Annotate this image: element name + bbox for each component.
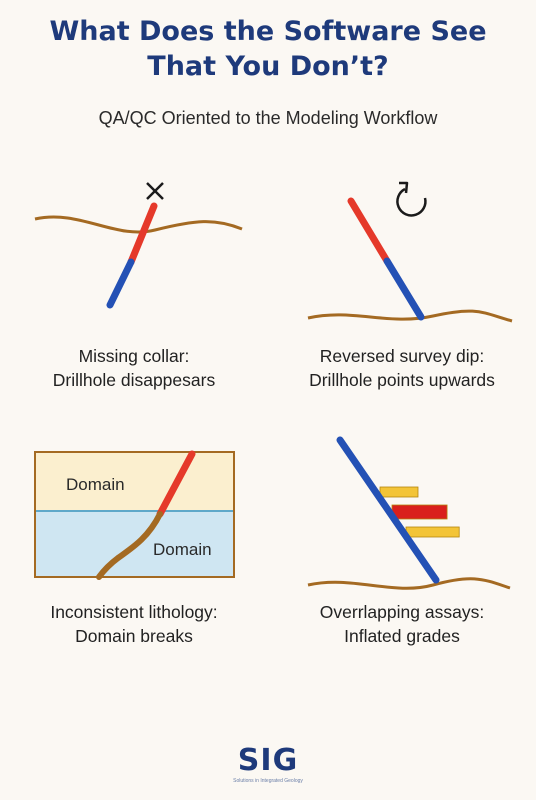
page-title: What Does the Software See That You Don’… bbox=[0, 14, 536, 84]
caption-detail: Drillhole points upwards bbox=[309, 370, 495, 390]
assay-bar bbox=[405, 526, 460, 538]
drillhole bbox=[336, 436, 440, 584]
caption-detail: Inflated grades bbox=[344, 626, 460, 646]
drillhole-red-segment bbox=[127, 202, 158, 266]
rotate-arrow-icon bbox=[396, 181, 427, 217]
ground-line bbox=[307, 577, 511, 590]
panel-reversed-survey-dip bbox=[268, 170, 536, 330]
missing-collar-diagram bbox=[34, 182, 243, 309]
lithology-diagram: Domain Domain bbox=[34, 450, 235, 580]
title-line-1: What Does the Software See bbox=[49, 16, 487, 47]
caption-title: Missing collar: bbox=[78, 346, 190, 366]
drillhole-red-segment bbox=[156, 450, 196, 518]
caption-title: Overrlapping assays: bbox=[319, 602, 485, 622]
drillhole-blue-segment bbox=[106, 258, 135, 309]
assay-bar bbox=[391, 504, 448, 520]
ground-line bbox=[307, 309, 513, 323]
logo-wordmark: SIG bbox=[237, 743, 299, 778]
domain-upper-label: Domain bbox=[66, 475, 125, 494]
logo-tagline: Solutions in Integrated Geology bbox=[233, 778, 303, 784]
page-subtitle: QA/QC Oriented to the Modeling Workflow bbox=[98, 108, 438, 128]
caption-overlapping-assays: Overrlapping assays: Inflated grades bbox=[268, 600, 536, 648]
assay-bar bbox=[379, 486, 419, 498]
caption-missing-collar: Missing collar: Drillhole disappesars bbox=[0, 344, 268, 392]
block-frame bbox=[34, 451, 235, 578]
caption-detail: Drillhole disappesars bbox=[52, 370, 216, 390]
panel-missing-collar bbox=[0, 170, 268, 320]
caption-detail: Domain breaks bbox=[75, 626, 193, 646]
domain-upper-block bbox=[35, 452, 234, 511]
domain-lower-label: Domain bbox=[153, 540, 212, 559]
panel-inconsistent-lithology: Domain Domain bbox=[0, 440, 268, 590]
panel-overlapping-assays bbox=[268, 430, 536, 600]
reversed-dip-diagram bbox=[307, 181, 513, 323]
caption-title: Reversed survey dip: bbox=[319, 346, 485, 366]
drillhole-red-segment bbox=[347, 197, 391, 265]
x-mark-icon bbox=[146, 182, 164, 200]
ground-line bbox=[34, 215, 243, 234]
caption-title: Inconsistent lithology: bbox=[50, 602, 218, 622]
title-line-2: That You Don’t? bbox=[147, 51, 389, 82]
caption-reversed-dip: Reversed survey dip: Drillhole points up… bbox=[268, 344, 536, 392]
overlapping-assays-diagram bbox=[307, 436, 511, 590]
drillhole-blue-segment bbox=[383, 257, 425, 321]
company-logo: SIG Solutions in Integrated Geology bbox=[0, 745, 536, 785]
caption-inconsistent-lithology: Inconsistent lithology: Domain breaks bbox=[0, 600, 268, 648]
assay-bars bbox=[379, 486, 460, 538]
offset-lithology-trace bbox=[96, 511, 163, 580]
